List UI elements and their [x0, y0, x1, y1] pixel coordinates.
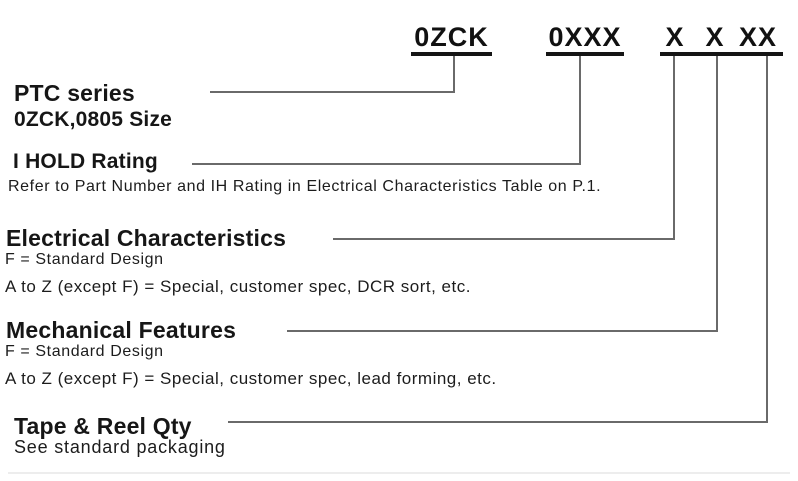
section-title-ihold-rating: I HOLD Rating — [13, 150, 158, 173]
underline-suffix — [660, 52, 783, 56]
bottom-scan-line — [8, 472, 790, 474]
callout-line-electrical-vertical — [673, 56, 675, 240]
callout-line-qty-vertical — [766, 56, 768, 423]
callout-line-electrical-horizontal — [333, 238, 675, 240]
callout-line-ihold-horizontal — [192, 163, 581, 165]
section-title-mechanical-features: Mechanical Features — [6, 317, 237, 343]
section-note-ptc-size: 0ZCK,0805 Size — [14, 108, 173, 131]
callout-line-ptc-horizontal — [210, 91, 455, 93]
section-note-ihold-refer: Refer to Part Number and IH Rating in El… — [8, 178, 602, 195]
section-note-mechanical-standard: F = Standard Design — [5, 343, 164, 360]
callout-line-mechanical-vertical — [716, 56, 718, 332]
underline-series — [411, 52, 492, 56]
section-note-mechanical-special: A to Z (except F) = Special, customer sp… — [5, 369, 497, 388]
part-code-qty: XX — [738, 22, 778, 52]
callout-line-mechanical-horizontal — [287, 330, 718, 332]
part-code-series: 0ZCK — [414, 22, 489, 52]
underline-ihold — [546, 52, 624, 56]
section-title-ptc-series: PTC series — [14, 80, 135, 106]
section-title-tape-reel-qty: Tape & Reel Qty — [14, 413, 192, 439]
callout-line-qty-horizontal — [228, 421, 768, 423]
part-code-ihold: 0XXX — [548, 22, 622, 52]
callout-line-ptc-vertical — [453, 56, 455, 93]
section-title-electrical-characteristics: Electrical Characteristics — [6, 225, 287, 251]
part-code-electrical: X — [665, 22, 685, 52]
section-note-electrical-standard: F = Standard Design — [5, 251, 164, 268]
part-code-mechanical: X — [705, 22, 725, 52]
section-note-electrical-special: A to Z (except F) = Special, customer sp… — [5, 277, 471, 296]
callout-line-ihold-vertical — [579, 56, 581, 165]
section-note-tape-packaging: See standard packaging — [14, 437, 226, 457]
